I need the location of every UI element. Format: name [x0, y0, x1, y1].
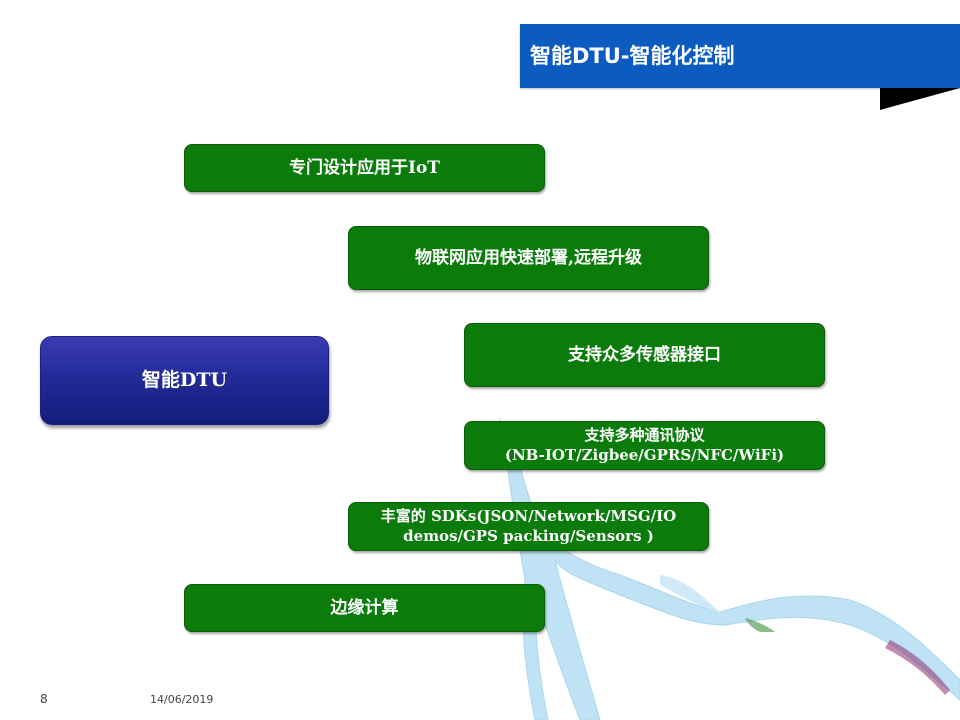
feature-label: 物联网应用快速部署,远程升级: [415, 247, 642, 268]
center-box-label: 智能DTU: [141, 369, 228, 392]
feature-label-detail: demos/GPS packing/Sensors ): [403, 526, 654, 545]
river-inlet: [660, 575, 720, 612]
feature-box-protocols: 支持多种通讯协议 (NB-IOT/Zigbee/GPRS/NFC/WiFi): [464, 421, 825, 470]
feature-label: 边缘计算: [330, 597, 399, 618]
river-bank-mark: [885, 640, 950, 695]
feature-label: 支持多种通讯协议: [584, 426, 705, 444]
feature-box-iot: 专门设计应用于IoT: [184, 144, 545, 192]
feature-box-sensors: 支持众多传感器接口: [464, 323, 825, 387]
feature-label: 丰富的 SDKs(JSON/Network/MSG/IO: [380, 507, 677, 525]
feature-label: 支持众多传感器接口: [568, 344, 721, 365]
feature-box-edge-computing: 边缘计算: [184, 584, 545, 632]
center-box-smart-dtu: 智能DTU: [40, 336, 329, 425]
page-number: 8: [40, 692, 48, 706]
river-bank-mark-2: [745, 618, 775, 632]
feature-box-deployment: 物联网应用快速部署,远程升级: [348, 226, 709, 290]
title-bar: 智能DTU-智能化控制: [520, 24, 960, 88]
feature-box-sdks: 丰富的 SDKs(JSON/Network/MSG/IO demos/GPS p…: [348, 502, 709, 551]
feature-label-detail: (NB-IOT/Zigbee/GPRS/NFC/WiFi): [504, 445, 785, 464]
slide-date: 14/06/2019: [150, 693, 214, 706]
slide-title: 智能DTU-智能化控制: [530, 44, 735, 68]
title-corner-accent: [880, 88, 960, 110]
feature-label: 专门设计应用于IoT: [289, 157, 440, 178]
